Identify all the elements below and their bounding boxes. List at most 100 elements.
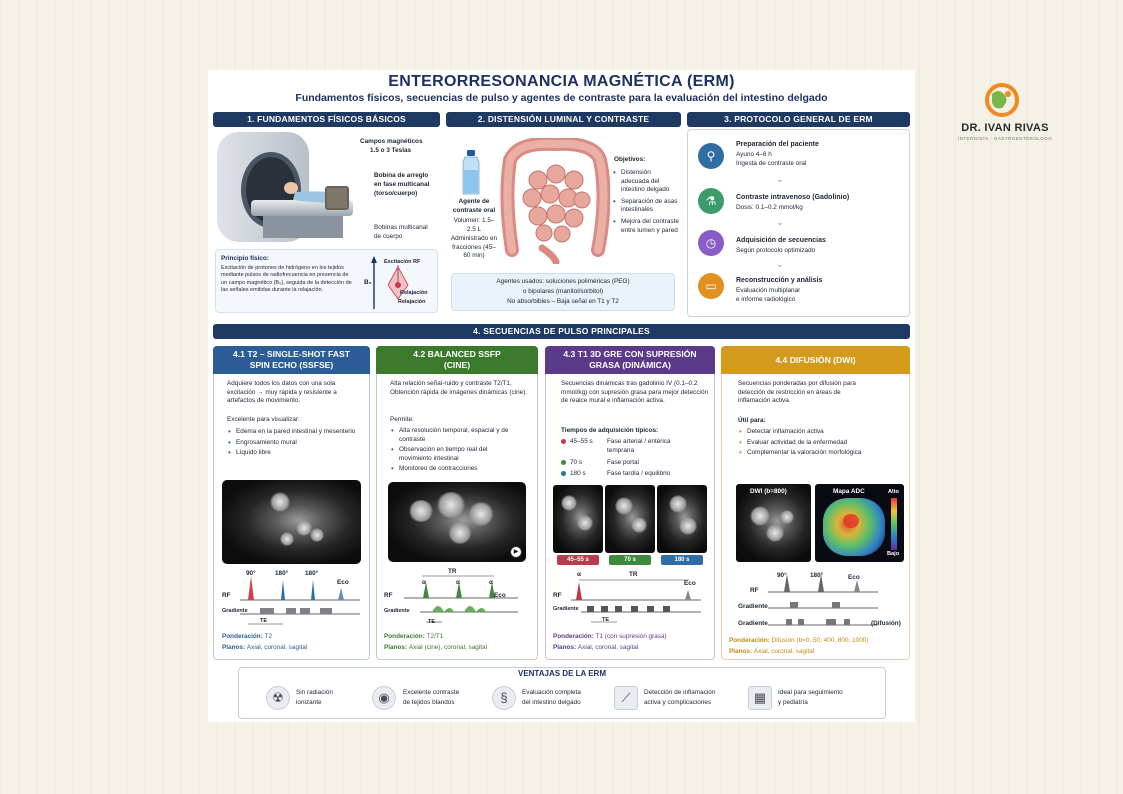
bobina-line-2: en fase multicanal bbox=[374, 181, 430, 188]
step-2-line-1: Dosis: 0.1–0.2 mmol/kg bbox=[736, 204, 803, 211]
protocol-box bbox=[687, 129, 910, 317]
ventaja-line-2: activa y complicaciones bbox=[644, 699, 712, 706]
ssfse-wave-eco: Eco bbox=[337, 579, 349, 586]
section-1-header: 1. FUNDAMENTOS FÍSICOS BÁSICOS bbox=[213, 112, 440, 127]
ventajas-title: VENTAJAS DE LA ERM bbox=[517, 669, 606, 678]
card-gre-header: 4.3 T1 3D GRE CON SUPRESIÓN GRASA (DINÁM… bbox=[545, 346, 715, 374]
ventajas-box bbox=[238, 667, 886, 719]
objetivo-item: Separación de asas intestinales bbox=[612, 198, 680, 215]
chart-line-icon: ⟋ bbox=[614, 686, 638, 710]
ssfp-pulse-diagram bbox=[382, 568, 534, 630]
ssfse-planos-value: Axial, coronal, sagital bbox=[246, 644, 308, 651]
dwi-wave-grad1: Gradiente bbox=[738, 603, 768, 610]
dwi-list: Detectar inflamación activa Evaluar acti… bbox=[738, 428, 878, 458]
bobina-line-3: (torso/cuerpo) bbox=[374, 190, 418, 197]
gre-mri-image-arterial bbox=[553, 485, 603, 553]
ssfse-list-title: Excelente para visualizar: bbox=[227, 416, 300, 423]
dwi-wave-p1: 90° bbox=[777, 572, 787, 579]
agentes-line-1: Agentes usados: soluciones poliméricas (… bbox=[496, 278, 630, 285]
ssfse-wave-grad: Gradiente bbox=[222, 608, 248, 614]
gre-time-dot bbox=[561, 470, 566, 476]
ssfse-ponderacion-label: Ponderación: bbox=[222, 633, 263, 640]
dwi-wave-rf: RF bbox=[750, 587, 759, 594]
step-3-line-1: Según protocolo optimizado bbox=[736, 247, 816, 254]
ssfp-planos-value: Axial (cine), coronal, sagital bbox=[408, 644, 488, 651]
ssfp-ponderacion-value: T2/T1 bbox=[426, 633, 444, 640]
dwi-planos-value: Axial, coronal, sagital bbox=[753, 648, 815, 655]
ventaja-line-2: ionizante bbox=[296, 699, 322, 706]
ssfse-item: Engrosamiento mural bbox=[227, 439, 357, 448]
adc-bajo-label: Bajo bbox=[887, 551, 900, 557]
ssfse-wave-p3: 180° bbox=[305, 570, 319, 577]
ventaja-line-1: Excelente contraste bbox=[403, 689, 460, 696]
ssfse-planos-label: Planos: bbox=[222, 644, 246, 651]
admin-text: Administrado en fracciones (45–60 min) bbox=[450, 235, 498, 260]
dwi-image bbox=[736, 484, 811, 562]
ventaja-line-1: Detección de inflamación bbox=[644, 689, 716, 696]
ssfse-wave-p2: 180° bbox=[275, 570, 289, 577]
brand-name: DR. IVAN RIVAS bbox=[961, 122, 1049, 134]
ssfp-item: Alta resolución temporal, espacial y de … bbox=[390, 427, 520, 444]
gre-wave-a1: α bbox=[577, 571, 581, 578]
agentes-box bbox=[451, 273, 675, 311]
ventaja-line-2: y pediatría bbox=[778, 699, 808, 706]
ssfp-wave-rf: RF bbox=[384, 592, 393, 599]
gre-pulse-diagram bbox=[551, 570, 711, 630]
chevron-down-icon: ⌄ bbox=[776, 174, 784, 184]
objetivos-title: Objetivos: bbox=[614, 156, 646, 163]
dwi-pulse-diagram bbox=[728, 570, 908, 630]
ssfse-list: Edema en la pared intestinal y mesenteri… bbox=[227, 428, 357, 458]
ssfp-wave-te: TE bbox=[428, 619, 436, 625]
ssfse-ponderacion: Ponderación: T2 bbox=[222, 633, 272, 642]
ventaja-line-1: Ideal para seguimiento bbox=[778, 689, 843, 696]
gre-intro: Secuencias dinámicas tras gadolinio IV (… bbox=[561, 380, 709, 405]
principio-text: Excitación de protones de hidrógeno en l… bbox=[221, 265, 352, 294]
gre-phase-label: 180 s bbox=[661, 555, 703, 565]
gre-planos-value: Axial, coronal, sagital bbox=[577, 644, 639, 651]
dwi-wave-dif: (Difusión) bbox=[871, 620, 901, 627]
step-4-title: Reconstrucción y análisis bbox=[736, 277, 823, 284]
brand-tagline: INTERNISTA · GASTROENTERÓLOGO bbox=[957, 136, 1053, 141]
ssfp-wave-eco: Eco bbox=[494, 592, 506, 599]
gre-wave-te: TE bbox=[602, 617, 610, 623]
bobina-line-1: Bobina de arreglo bbox=[374, 172, 429, 179]
ventaja-line-2: de tejidos blandos bbox=[403, 699, 455, 706]
step-2-title: Contraste intravenoso (Gadolinio) bbox=[736, 194, 850, 201]
ssfse-planos: Planos: Axial, coronal, sagital bbox=[222, 644, 307, 653]
card-ssfp-header: 4.2 BALANCED SSFP (CINE) bbox=[376, 346, 538, 374]
spin-diagram bbox=[358, 255, 436, 311]
iv-bag-icon: ⚗ bbox=[698, 188, 724, 214]
play-button-icon[interactable]: ▶ bbox=[510, 546, 522, 558]
objetivos-list: Distensión adecuada del intestino delgad… bbox=[612, 169, 680, 235]
gre-time-row: 180 s bbox=[561, 470, 586, 479]
ssfse-intro: Adquiere todos los datos con una sola ex… bbox=[227, 380, 337, 405]
section-3-header: 3. PROTOCOLO GENERAL DE ERM bbox=[687, 112, 910, 127]
step-1-line-1: Ayuno 4–6 h bbox=[736, 151, 772, 158]
adc-alto-label: Alto bbox=[888, 489, 899, 495]
ssfse-item: Edema en la pared intestinal y mesenteri… bbox=[227, 428, 357, 437]
ssfse-pulse-diagram bbox=[220, 570, 365, 630]
dwi-intro: Secuencias ponderadas por difusión para … bbox=[738, 380, 856, 405]
card-dwi-header: 4.4 DIFUSIÓN (DWI) bbox=[721, 346, 910, 374]
gre-time-dot bbox=[561, 438, 566, 444]
gre-time-value: 45–55 s bbox=[570, 438, 593, 445]
gre-time-dot bbox=[561, 459, 566, 465]
principio-title: Principio físico: bbox=[221, 255, 269, 262]
water-bottle-icon bbox=[460, 150, 482, 196]
gre-wave-eco: Eco bbox=[684, 580, 696, 587]
step-4-line-1: Evaluación multiplanar bbox=[736, 287, 801, 294]
dwi-list-title: Útil para: bbox=[738, 417, 766, 424]
gre-ponderacion-label: Ponderación: bbox=[553, 633, 594, 640]
ssfse-ponderacion-value: T2 bbox=[264, 633, 273, 640]
ssfse-wave-p1: 90° bbox=[246, 570, 256, 577]
clock-icon: ◷ bbox=[698, 230, 724, 256]
ssfp-list-title: Permite: bbox=[390, 416, 414, 423]
bobina2-line-1: Bobinas multicanal bbox=[374, 224, 428, 231]
ssfp-mri-image bbox=[388, 482, 526, 562]
intestine-icon: § bbox=[492, 686, 516, 710]
agente-title: Agente de contraste oral bbox=[452, 198, 496, 214]
adc-map-label: Mapa ADC bbox=[833, 488, 865, 495]
gre-planos-label: Planos: bbox=[553, 644, 577, 651]
gre-time-value: 180 s bbox=[570, 470, 586, 477]
dwi-item: Complementar la valoración morfológica bbox=[738, 449, 878, 458]
